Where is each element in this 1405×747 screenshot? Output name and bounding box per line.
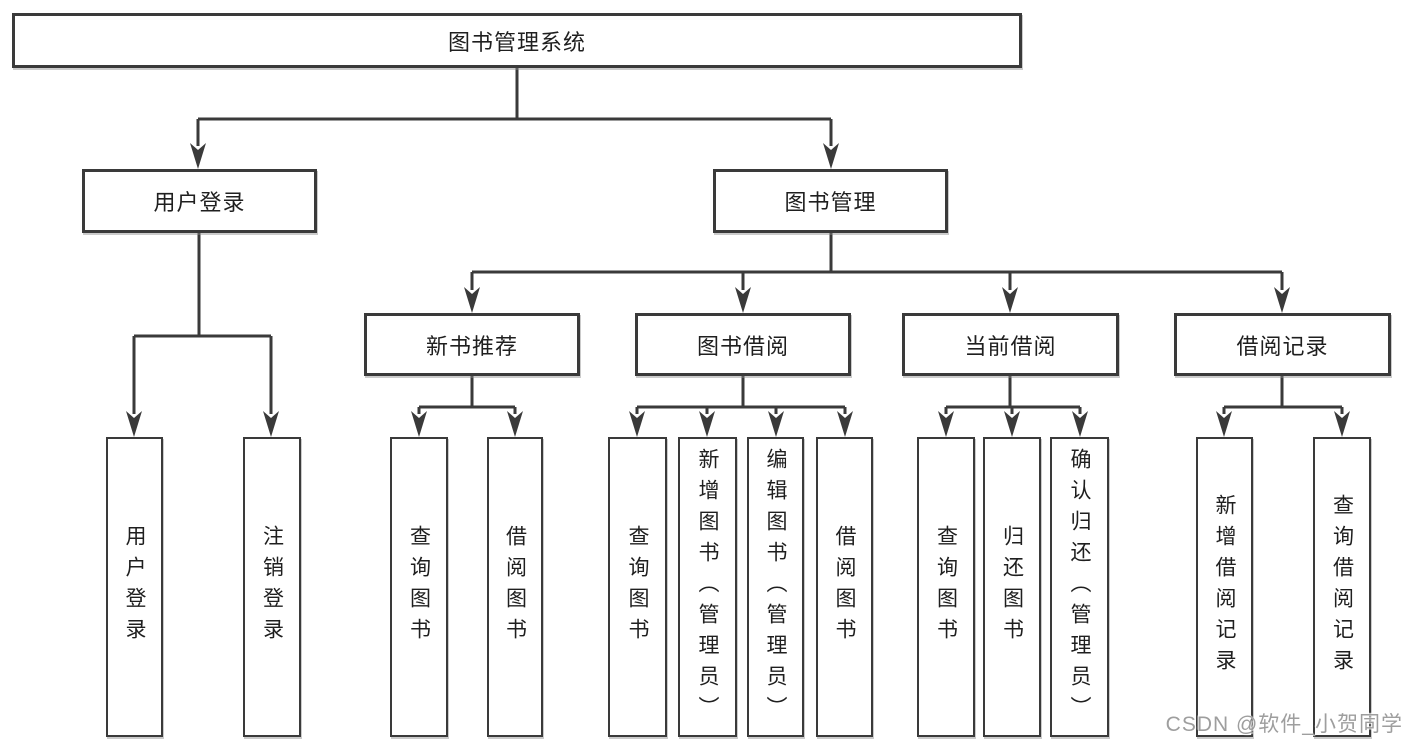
leaf-user-login: 用户登录 (106, 437, 163, 737)
leaf-borrowing-query-books-label: 查询图书 (626, 525, 649, 649)
leaf-borrowing-add-books-admin: 新增图书（管理员） (678, 437, 737, 737)
leaf-recommend-borrow-books-label: 借阅图书 (503, 525, 527, 649)
leaf-borrowing-query-books: 查询图书 (608, 437, 667, 737)
leaf-logout: 注销登录 (243, 437, 301, 737)
node-book-management: 图书管理 (713, 169, 948, 233)
leaf-user-login-label: 用户登录 (123, 525, 146, 649)
leaf-borrowing-edit-books-admin: 编辑图书（管理员） (747, 437, 804, 737)
leaf-current-confirm-return-admin: 确认归还（管理员） (1050, 437, 1109, 737)
leaf-current-return-books: 归还图书 (983, 437, 1041, 737)
leaf-recommend-query-books: 查询图书 (390, 437, 448, 737)
leaf-current-query-books: 查询图书 (917, 437, 975, 737)
node-user-login: 用户登录 (82, 169, 317, 233)
leaf-borrowing-borrow-books-label: 借阅图书 (833, 525, 856, 649)
leaf-borrowing-borrow-books: 借阅图书 (816, 437, 873, 737)
leaf-borrowing-edit-books-admin-label: 编辑图书（管理员） (764, 447, 787, 727)
leaf-current-confirm-return-admin-label: 确认归还（管理员） (1068, 447, 1091, 727)
leaf-records-add-record-label: 新增借阅记录 (1213, 494, 1236, 680)
node-new-book-recommend: 新书推荐 (364, 313, 580, 376)
leaf-logout-label: 注销登录 (260, 525, 284, 649)
leaf-recommend-query-books-label: 查询图书 (407, 525, 431, 649)
leaf-records-query-record: 查询借阅记录 (1313, 437, 1371, 737)
node-root: 图书管理系统 (12, 13, 1022, 68)
node-borrow-records: 借阅记录 (1174, 313, 1391, 376)
leaf-recommend-borrow-books: 借阅图书 (487, 437, 543, 737)
csdn-watermark: CSDN @软件_小贺同学 (1165, 713, 1403, 736)
leaf-current-query-books-label: 查询图书 (934, 525, 958, 649)
node-current-borrowing: 当前借阅 (902, 313, 1119, 376)
leaf-borrowing-add-books-admin-label: 新增图书（管理员） (696, 447, 719, 727)
leaf-records-add-record: 新增借阅记录 (1196, 437, 1253, 737)
leaf-records-query-record-label: 查询借阅记录 (1330, 494, 1354, 680)
node-book-borrowing: 图书借阅 (635, 313, 851, 376)
leaf-current-return-books-label: 归还图书 (1000, 525, 1024, 649)
